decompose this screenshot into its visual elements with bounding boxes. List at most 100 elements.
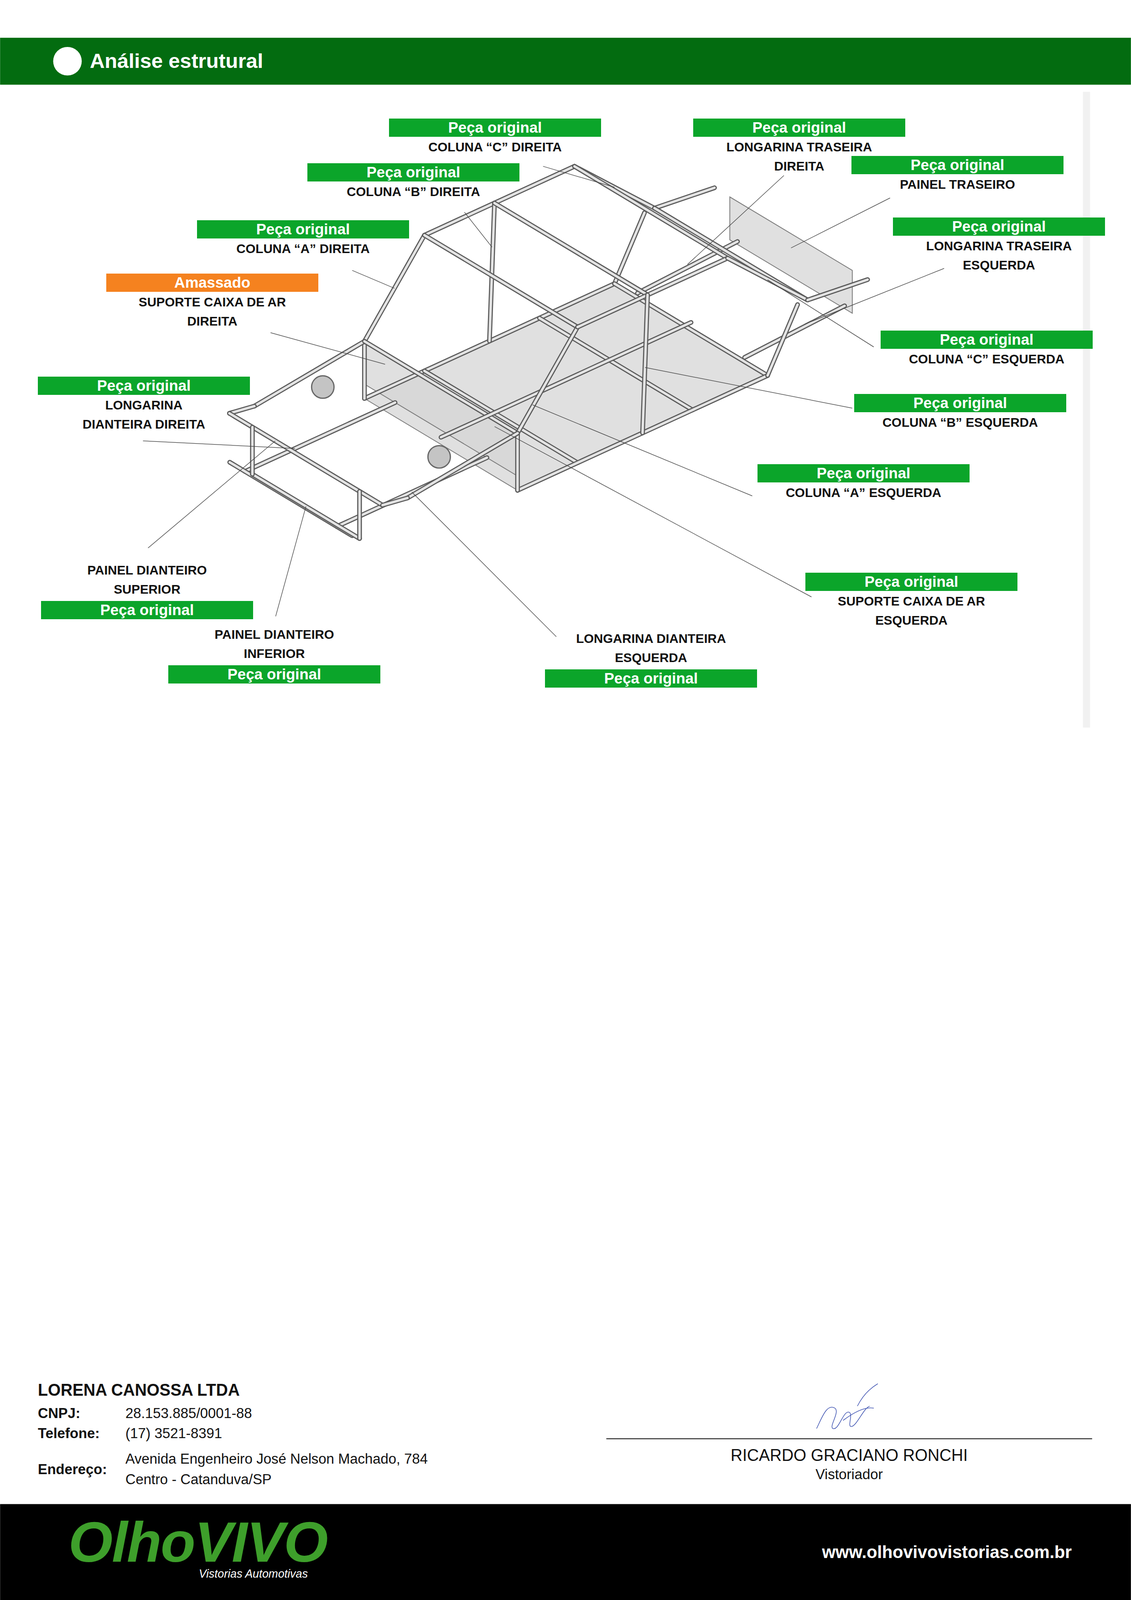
signature (816, 1384, 878, 1430)
field-value: (17) 3521-8391 (125, 1425, 223, 1443)
frame-edge (364, 341, 518, 434)
field-label: CNPJ: (37, 1405, 81, 1422)
frame-face (614, 212, 645, 285)
leader-line (270, 332, 385, 365)
frame-edge (654, 187, 715, 209)
frame-member (517, 433, 519, 491)
frame-face (577, 258, 728, 327)
part-name: PAINEL DIANTEIRO INFERIOR (199, 625, 350, 664)
inspector-role: Vistoriador (606, 1466, 1093, 1484)
frame-member (364, 235, 425, 342)
status-text: Peça original (851, 155, 1064, 175)
frame-member (577, 258, 728, 327)
leader-line (644, 367, 852, 409)
section-title: Análise estrutural (89, 48, 264, 74)
status-tag: Peça originalLONGARINA TRASEIRA DIREITA (693, 118, 906, 137)
field-value: 28.153.885/0001-88 (125, 1405, 253, 1422)
strut-tower (427, 445, 451, 468)
frame-edge (807, 279, 868, 301)
leader-lines (143, 166, 945, 638)
frame-member (364, 341, 518, 434)
frame-face (654, 187, 715, 209)
status-text: Peça original (168, 665, 381, 684)
frame-member (229, 406, 255, 414)
frame-edge (577, 258, 728, 327)
status-text: Peça original (693, 118, 906, 137)
frame-edge (229, 406, 255, 414)
frame-edge (424, 235, 578, 327)
status-tag: Peça originalCOLUNA “A” DIREITA (197, 220, 410, 239)
status-text: Peça original (854, 394, 1067, 413)
part-name: PAINEL TRASEIRO (843, 175, 1072, 195)
status-text: Peça original (307, 163, 520, 182)
status-tag: PAINEL DIANTEIRO INFERIORPeça original (168, 665, 381, 684)
frame-member (767, 304, 798, 376)
frame-edge (494, 202, 648, 295)
frame-face (363, 341, 366, 399)
frame-member (358, 491, 360, 539)
status-text: Peça original (880, 330, 1093, 349)
status-text: Peça original (197, 220, 410, 239)
frame-member (494, 202, 648, 295)
part-name: COLUNA “C” ESQUERDA (872, 349, 1101, 369)
frame-edge (249, 427, 255, 475)
frame-face (229, 406, 255, 414)
leader-line (767, 280, 874, 348)
frame-face (642, 295, 648, 434)
frame-face (767, 304, 798, 376)
frame-face (440, 322, 691, 438)
frame-edge (642, 295, 648, 434)
frame-member (614, 212, 645, 285)
frame-member (382, 498, 408, 506)
frame-edge (517, 326, 578, 434)
status-tag: PAINEL DIANTEIRO SUPERIORPeça original (41, 601, 254, 620)
field-label: Endereço: (37, 1461, 108, 1479)
field-value: Avenida Engenheiro José Nelson Machado, … (125, 1451, 428, 1468)
inspector-name: RICARDO GRACIANO RONCHI (606, 1446, 1093, 1465)
side-strip (1083, 91, 1091, 728)
frame-member (642, 295, 648, 434)
brand-tagline: Vistorias Automotivas (198, 1567, 308, 1581)
leader-line (143, 440, 296, 449)
signature-line (606, 1438, 1093, 1440)
frame-edge (357, 491, 362, 539)
status-tag: Peça originalCOLUNA “B” ESQUERDA (854, 394, 1067, 413)
body-panel (364, 283, 768, 491)
part-name: COLUNA “A” ESQUERDA (749, 483, 978, 503)
frame-edge (364, 235, 425, 342)
part-name: LONGARINA DIANTEIRA DIREITA (74, 395, 214, 435)
part-name: PAINEL DIANTEIRO SUPERIOR (72, 560, 223, 600)
frame-member (654, 187, 715, 209)
part-name: COLUNA “B” DIREITA (299, 182, 528, 202)
status-tag: Peça originalCOLUNA “C” ESQUERDA (880, 330, 1093, 349)
frame-face (517, 326, 578, 434)
leader-line (543, 166, 615, 188)
leader-line (148, 440, 276, 549)
frame-face (358, 491, 361, 539)
frame-edge (654, 208, 808, 301)
frame-face (364, 235, 425, 342)
frame-edge (727, 258, 808, 301)
company-name: LORENA CANOSSA LTDA (37, 1380, 240, 1400)
status-text: Peça original (37, 376, 250, 395)
field-value: Centro - Catanduva/SP (125, 1471, 272, 1489)
frame-member (407, 433, 518, 499)
leader-line (494, 426, 812, 597)
part-name: COLUNA “A” DIREITA (189, 239, 418, 259)
frame-member (517, 326, 578, 434)
frame-member (574, 166, 728, 259)
frame-face (574, 166, 728, 259)
status-tag: Peça originalLONGARINA TRASEIRA ESQUERDA (892, 217, 1106, 236)
part-name: LONGARINA TRASEIRA ESQUERDA (917, 236, 1082, 275)
leader-line (532, 404, 753, 497)
leader-line (791, 197, 891, 249)
status-text: Peça original (41, 601, 254, 620)
status-tag: AmassadoSUPORTE CAIXA DE AR DIREITA (106, 273, 319, 292)
status-text: Amassado (106, 273, 319, 292)
frame-edge (407, 433, 518, 499)
status-tag: Peça originalSUPORTE CAIXA DE AR ESQUERD… (805, 572, 1018, 592)
frame-face (654, 208, 808, 301)
frame-member (727, 258, 808, 301)
part-name: SUPORTE CAIXA DE AR DIREITA (130, 292, 295, 332)
